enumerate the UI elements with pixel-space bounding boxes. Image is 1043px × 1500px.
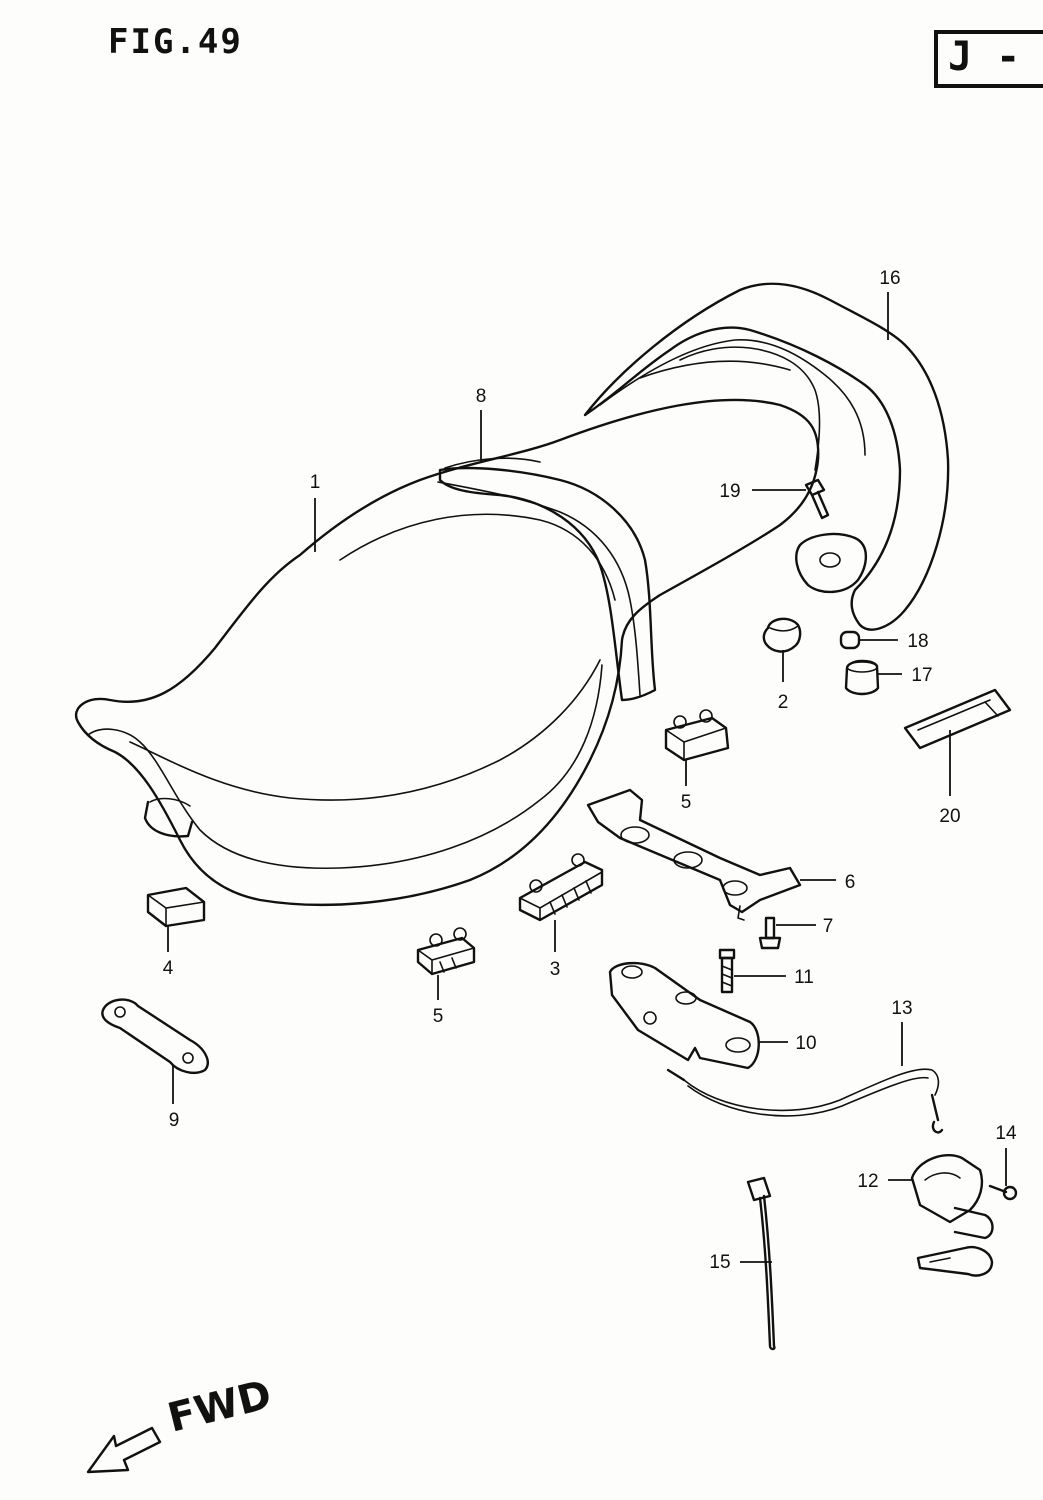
model-code: J - bbox=[948, 34, 1021, 80]
callout-6: 6 bbox=[845, 872, 856, 893]
callout-5-lower: 5 bbox=[433, 1006, 444, 1027]
callout-20: 20 bbox=[939, 806, 960, 827]
fwd-label: FWD bbox=[163, 1372, 276, 1442]
leader-lines bbox=[167, 292, 1007, 1263]
callout-1: 1 bbox=[310, 472, 321, 493]
callout-15: 15 bbox=[709, 1252, 730, 1273]
spacer-icon bbox=[839, 630, 861, 650]
forward-arrow-icon bbox=[86, 1426, 162, 1474]
callout-14: 14 bbox=[995, 1123, 1017, 1144]
callout-13: 13 bbox=[891, 998, 912, 1019]
callout-2: 2 bbox=[778, 692, 789, 713]
callout-19: 19 bbox=[719, 481, 740, 502]
grab-rail-icon bbox=[583, 282, 950, 631]
figure-title: FIG.49 bbox=[108, 22, 243, 62]
block-icon bbox=[146, 886, 206, 928]
cushion-icon bbox=[844, 659, 880, 696]
bolt-icon bbox=[718, 948, 736, 994]
callout-4: 4 bbox=[163, 958, 174, 979]
callout-18: 18 bbox=[907, 631, 928, 652]
seat-lock-icon bbox=[910, 1154, 994, 1277]
screw-icon bbox=[988, 1184, 1018, 1201]
bolt-icon bbox=[758, 916, 782, 950]
bolt-icon bbox=[804, 478, 830, 520]
damper-icon bbox=[664, 709, 730, 762]
callout-17: 17 bbox=[911, 665, 932, 686]
strap-icon bbox=[746, 1176, 776, 1351]
callout-5-upper: 5 bbox=[681, 792, 692, 813]
plate-icon bbox=[903, 688, 1012, 750]
cable-icon bbox=[666, 1068, 944, 1134]
callout-8: 8 bbox=[476, 386, 487, 407]
bracket-icon bbox=[586, 788, 802, 921]
callout-16: 16 bbox=[879, 268, 900, 289]
model-code-box bbox=[934, 30, 1043, 88]
callout-12: 12 bbox=[857, 1171, 878, 1192]
callout-11: 11 bbox=[794, 967, 814, 988]
damper-icon bbox=[518, 853, 604, 922]
callout-9: 9 bbox=[169, 1110, 180, 1131]
seat-icon bbox=[74, 398, 820, 907]
hook-icon bbox=[101, 998, 209, 1074]
belt-icon bbox=[444, 457, 541, 469]
lock-bracket-icon bbox=[608, 961, 760, 1070]
callout-3: 3 bbox=[550, 959, 561, 980]
damper-icon bbox=[416, 927, 476, 976]
callout-7: 7 bbox=[823, 916, 834, 937]
cushion-icon bbox=[762, 617, 802, 653]
callout-10: 10 bbox=[795, 1033, 816, 1054]
